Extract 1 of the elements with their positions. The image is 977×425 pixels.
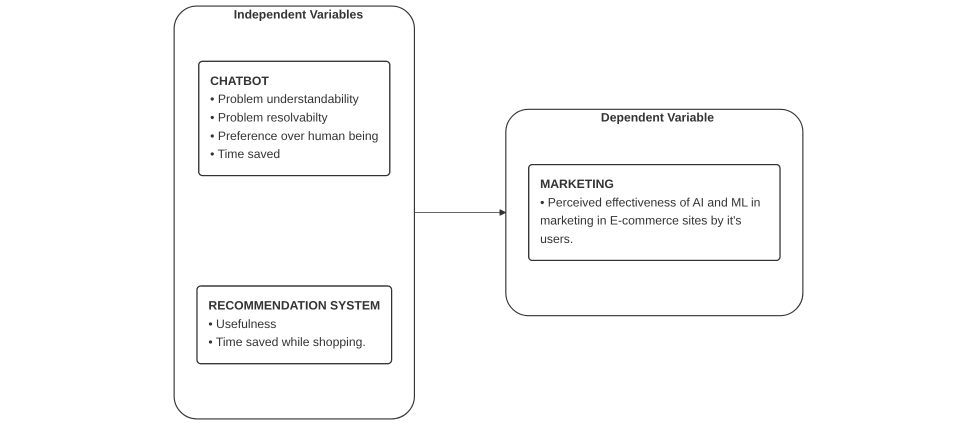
arrow — [414, 209, 506, 216]
